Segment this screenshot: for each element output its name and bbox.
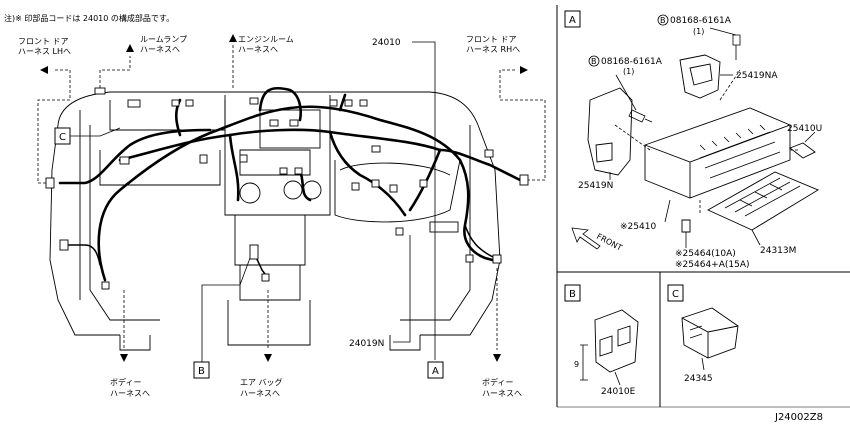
bolt-1-qty: (1)	[693, 27, 704, 36]
fuse-15a-part: ※25464+A(15A)	[675, 260, 750, 270]
bolt-1-circle: B	[660, 16, 666, 25]
detail-b-panel: B 9 24010E	[564, 284, 639, 397]
main-leader-lines	[70, 41, 436, 362]
marker-a: A	[427, 361, 444, 379]
arrow-up-icon	[126, 44, 134, 52]
callout-front-door-lh-line2: ハーネス LHへ	[18, 47, 71, 56]
bolt-2-circle: B	[591, 57, 597, 66]
marker-c: C	[54, 127, 71, 145]
callout-body-left-line2: ハーネスへ	[110, 389, 150, 398]
harness-connectors	[45, 87, 529, 290]
arrow-down-icon	[264, 354, 272, 362]
detail-frame	[556, 5, 850, 408]
bracket-upper-part: 25419NA	[736, 71, 778, 81]
callout-body-left-line1: ボディー	[110, 377, 141, 387]
connector-part: 24345	[684, 374, 713, 384]
bolt-1-part: 08168-6161A	[670, 16, 732, 26]
direction-arrows	[40, 34, 528, 362]
part-24019n-label: 24019N	[349, 339, 384, 349]
parts-note: 注)※ 印部品コードは 24010 の構成部品です。	[4, 13, 174, 23]
arrow-up-icon	[229, 34, 237, 42]
diagram-code: J24002Z8	[774, 412, 823, 423]
svg-text:A: A	[432, 366, 439, 377]
front-direction-arrow-icon	[571, 227, 601, 250]
svg-text:C: C	[59, 132, 66, 143]
arrow-left-icon	[40, 66, 48, 74]
clip-part: 24010E	[601, 387, 636, 397]
callout-room-lamp-line2: ハーネスへ	[140, 45, 180, 54]
arrow-right-icon	[520, 66, 528, 74]
callout-front-door-rh-line1: フロント ドア	[466, 35, 517, 44]
main-harness-bundle	[58, 86, 522, 282]
callout-front-door-lh-line1: フロント ドア	[18, 37, 69, 46]
svg-text:B: B	[198, 366, 205, 377]
external-harness-routes	[37, 45, 546, 350]
callout-engine-room-line1: エンジンルーム	[238, 35, 294, 44]
callout-front-door-rh-line2: ハーネス RHへ	[466, 45, 520, 54]
cover-part: 24313M	[760, 246, 796, 256]
fuse-10a-part: ※25464(10A)	[675, 249, 736, 259]
detail-c-label: C	[672, 289, 679, 300]
detail-b-label: B	[569, 289, 576, 300]
detail-a-label: A	[569, 15, 576, 26]
instrument-panel-outline	[49, 91, 501, 351]
bracket-lower-part: 25419N	[578, 181, 613, 191]
callout-body-right-line1: ボディー	[482, 377, 513, 387]
callout-room-lamp-line1: ルームランプ	[140, 35, 187, 44]
detail-c-panel: C 24345	[667, 284, 739, 384]
arrow-down-icon	[120, 354, 128, 362]
bolt-2-part: 08168-6161A	[601, 57, 663, 67]
callout-airbag-line1: エア バッグ	[240, 377, 283, 387]
front-direction-label: FRONT	[595, 232, 623, 253]
fuse-block-part: ※25410	[620, 222, 656, 232]
marker-b: B	[193, 361, 210, 379]
callout-engine-room-line2: ハーネスへ	[238, 45, 278, 54]
dimension-label: 9	[574, 360, 579, 369]
relay-part: 25410U	[787, 124, 822, 134]
bolt-2-qty: (1)	[623, 67, 634, 76]
callout-airbag-line2: ハーネスへ	[240, 389, 280, 398]
part-24010-label: 24010	[372, 38, 401, 48]
callout-body-right-line2: ハーネスへ	[482, 389, 522, 398]
arrow-down-icon	[493, 354, 501, 362]
detail-a-panel: A B 08168-6161A (1) B 08168-6161A (1) 25…	[564, 10, 822, 270]
